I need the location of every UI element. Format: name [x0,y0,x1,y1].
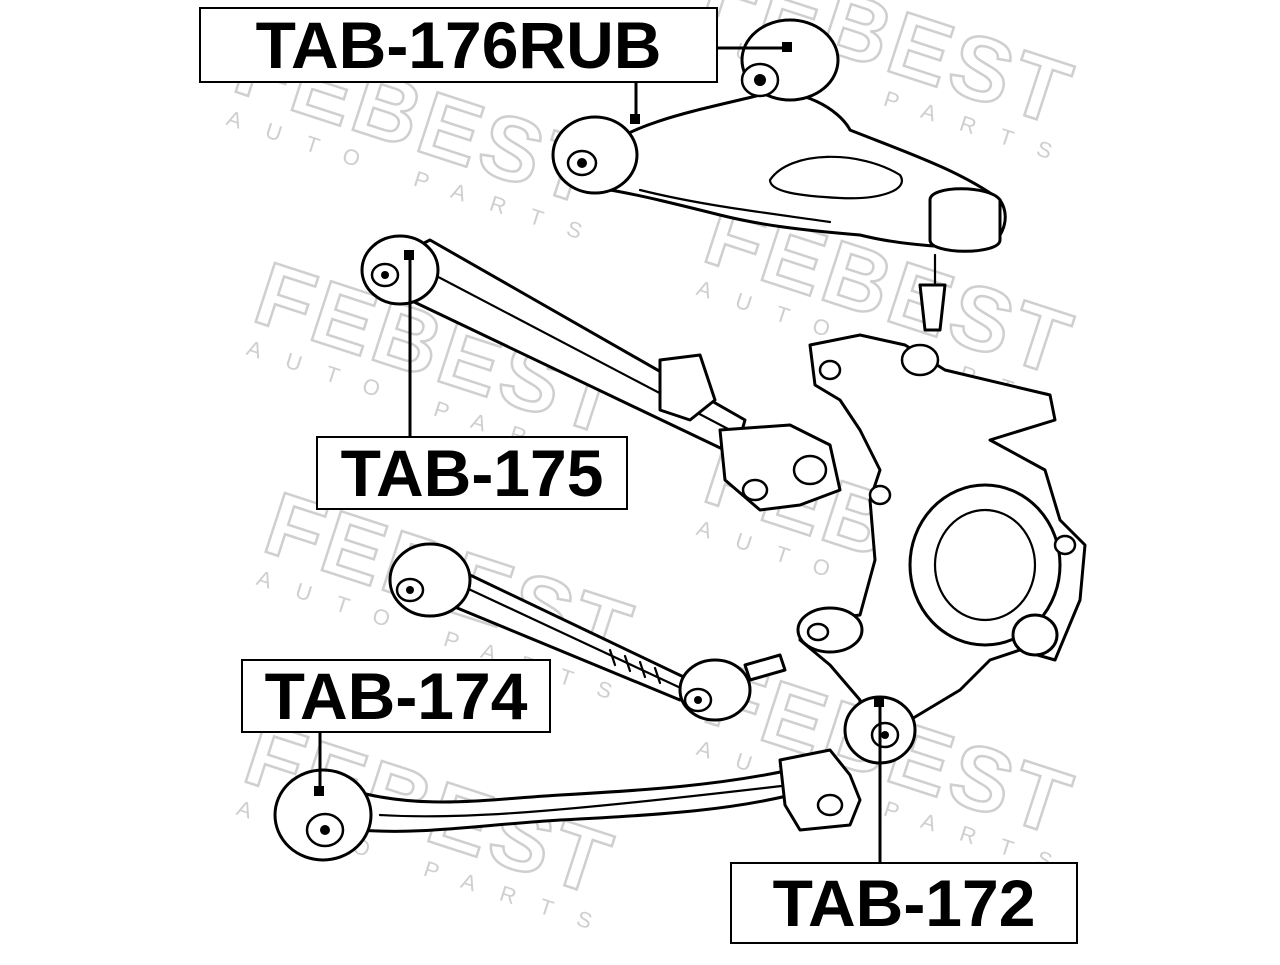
part-label-tab-175: TAB-175 [316,436,628,510]
lower-arm [273,748,862,862]
part-label-tab-172: TAB-172 [730,862,1078,944]
lateral-link [360,234,842,512]
knuckle-carrier [796,333,1087,765]
toe-link [388,542,787,722]
part-label-tab-174: TAB-174 [241,659,551,733]
part-label-tab-176rub: TAB-176RUB [199,7,718,83]
upper-control-arm [551,18,1007,332]
leader-lines [314,42,884,862]
